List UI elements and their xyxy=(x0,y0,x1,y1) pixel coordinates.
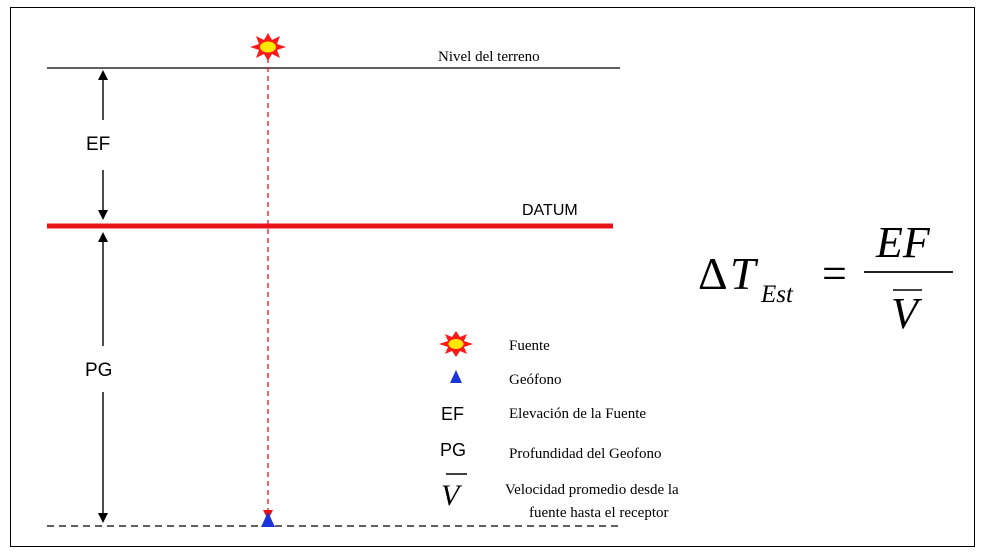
legend-source-label: Fuente xyxy=(509,338,550,354)
legend-ef-symbol: EF xyxy=(441,404,464,424)
formula-numerator: EF xyxy=(875,218,931,267)
formula-denominator: V xyxy=(891,289,923,338)
formula-delta: Δ xyxy=(698,248,728,299)
static-correction-formula: Δ T Est = EF V xyxy=(698,218,953,338)
diagram-frame xyxy=(10,7,975,547)
legend-v-desc-line2: fuente hasta el receptor xyxy=(529,505,669,521)
pg-dimension-arrow xyxy=(98,232,108,523)
ef-dimension-label: EF xyxy=(86,134,110,155)
formula-t: T xyxy=(730,248,759,299)
ground-level-label: Nivel del terreno xyxy=(438,49,540,65)
legend: Fuente Geófono EF Elevación de la Fuente… xyxy=(439,331,679,521)
pg-dimension-label: PG xyxy=(85,360,112,381)
legend-pg-desc: Profundidad del Geofono xyxy=(509,446,661,462)
datum-label: DATUM xyxy=(522,202,578,219)
geophone-icon xyxy=(261,512,275,527)
legend-ef-desc: Elevación de la Fuente xyxy=(509,406,646,422)
legend-geophone-icon xyxy=(450,370,462,383)
ef-dimension-arrow xyxy=(98,70,108,220)
formula-equals: = xyxy=(822,249,847,298)
legend-pg-symbol: PG xyxy=(440,440,466,460)
legend-v-desc-line1: Velocidad promedio desde la xyxy=(505,482,679,498)
legend-source-icon xyxy=(439,331,473,357)
source-explosion-icon xyxy=(250,33,286,61)
formula-subscript: Est xyxy=(760,281,794,308)
legend-geophone-label: Geófono xyxy=(509,372,562,388)
legend-v-symbol: V xyxy=(441,479,463,512)
